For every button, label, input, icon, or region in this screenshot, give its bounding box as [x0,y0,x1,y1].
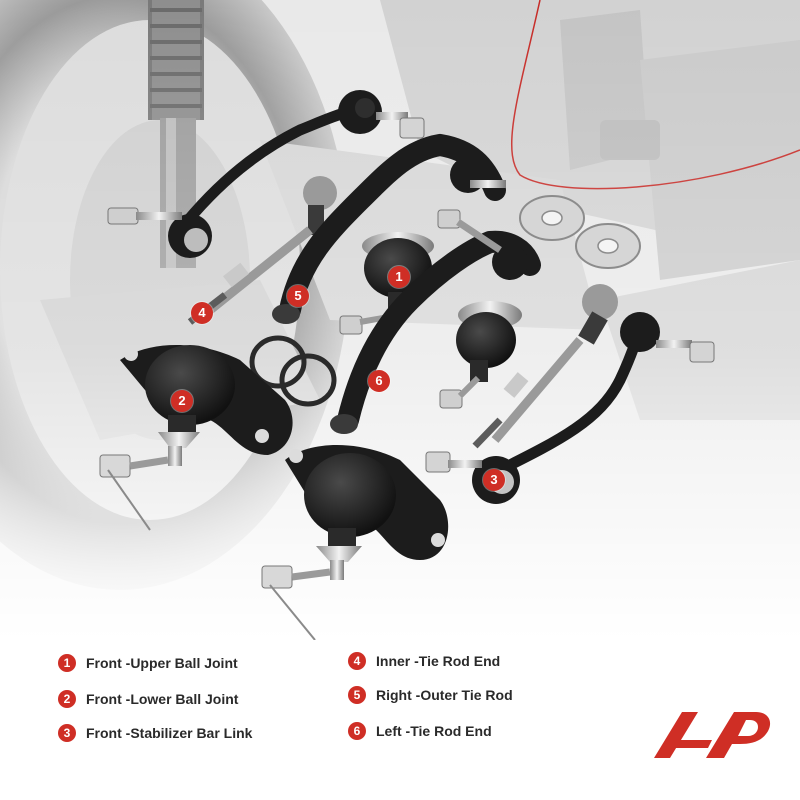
legend-item: 6 Left -Tie Rod End [348,722,492,740]
legend-item: 3 Front -Stabilizer Bar Link [58,724,252,742]
callout-badge-6: 6 [368,370,390,392]
legend-label: Front -Stabilizer Bar Link [86,725,253,741]
legend-item: 2 Front -Lower Ball Joint [58,690,238,708]
lower-ball-joint-left [99,345,293,531]
suspension-parts [99,90,715,640]
outer-tie-rod-right [272,133,506,324]
upper-ball-joint-second [439,301,522,409]
legend-label: Front -Lower Ball Joint [86,691,239,707]
legend-item: 5 Right -Outer Tie Rod [348,686,513,704]
parts-legend: 1 Front -Upper Ball Joint 2 Front -Lower… [0,640,800,800]
snap-rings [249,335,337,407]
legend-number: 1 [58,654,76,672]
callout-badge-5: 5 [287,285,309,307]
callout-badge-2: 2 [171,390,193,412]
lower-ball-joint-right [261,445,449,640]
legend-number: 3 [58,724,76,742]
callout-badge-1: 1 [388,266,410,288]
left-tie-rod-end [330,209,541,434]
washers [519,195,641,269]
a-premium-logo-icon [654,712,771,758]
legend-item: 4 Inner -Tie Rod End [348,652,500,670]
legend-label: Inner -Tie Rod End [376,653,501,669]
callout-badge-4: 4 [191,302,213,324]
legend-label: Left -Tie Rod End [376,723,492,739]
callout-badge-3: 3 [483,469,505,491]
legend-label: Front -Upper Ball Joint [86,655,238,671]
legend-number: 5 [348,686,366,704]
legend-item: 1 Front -Upper Ball Joint [58,654,238,672]
stabilizer-link-top [107,90,425,258]
legend-number: 2 [58,690,76,708]
legend-number: 4 [348,652,366,670]
legend-label: Right -Outer Tie Rod [376,687,513,703]
legend-number: 6 [348,722,366,740]
inner-tie-rod-right [472,284,618,449]
